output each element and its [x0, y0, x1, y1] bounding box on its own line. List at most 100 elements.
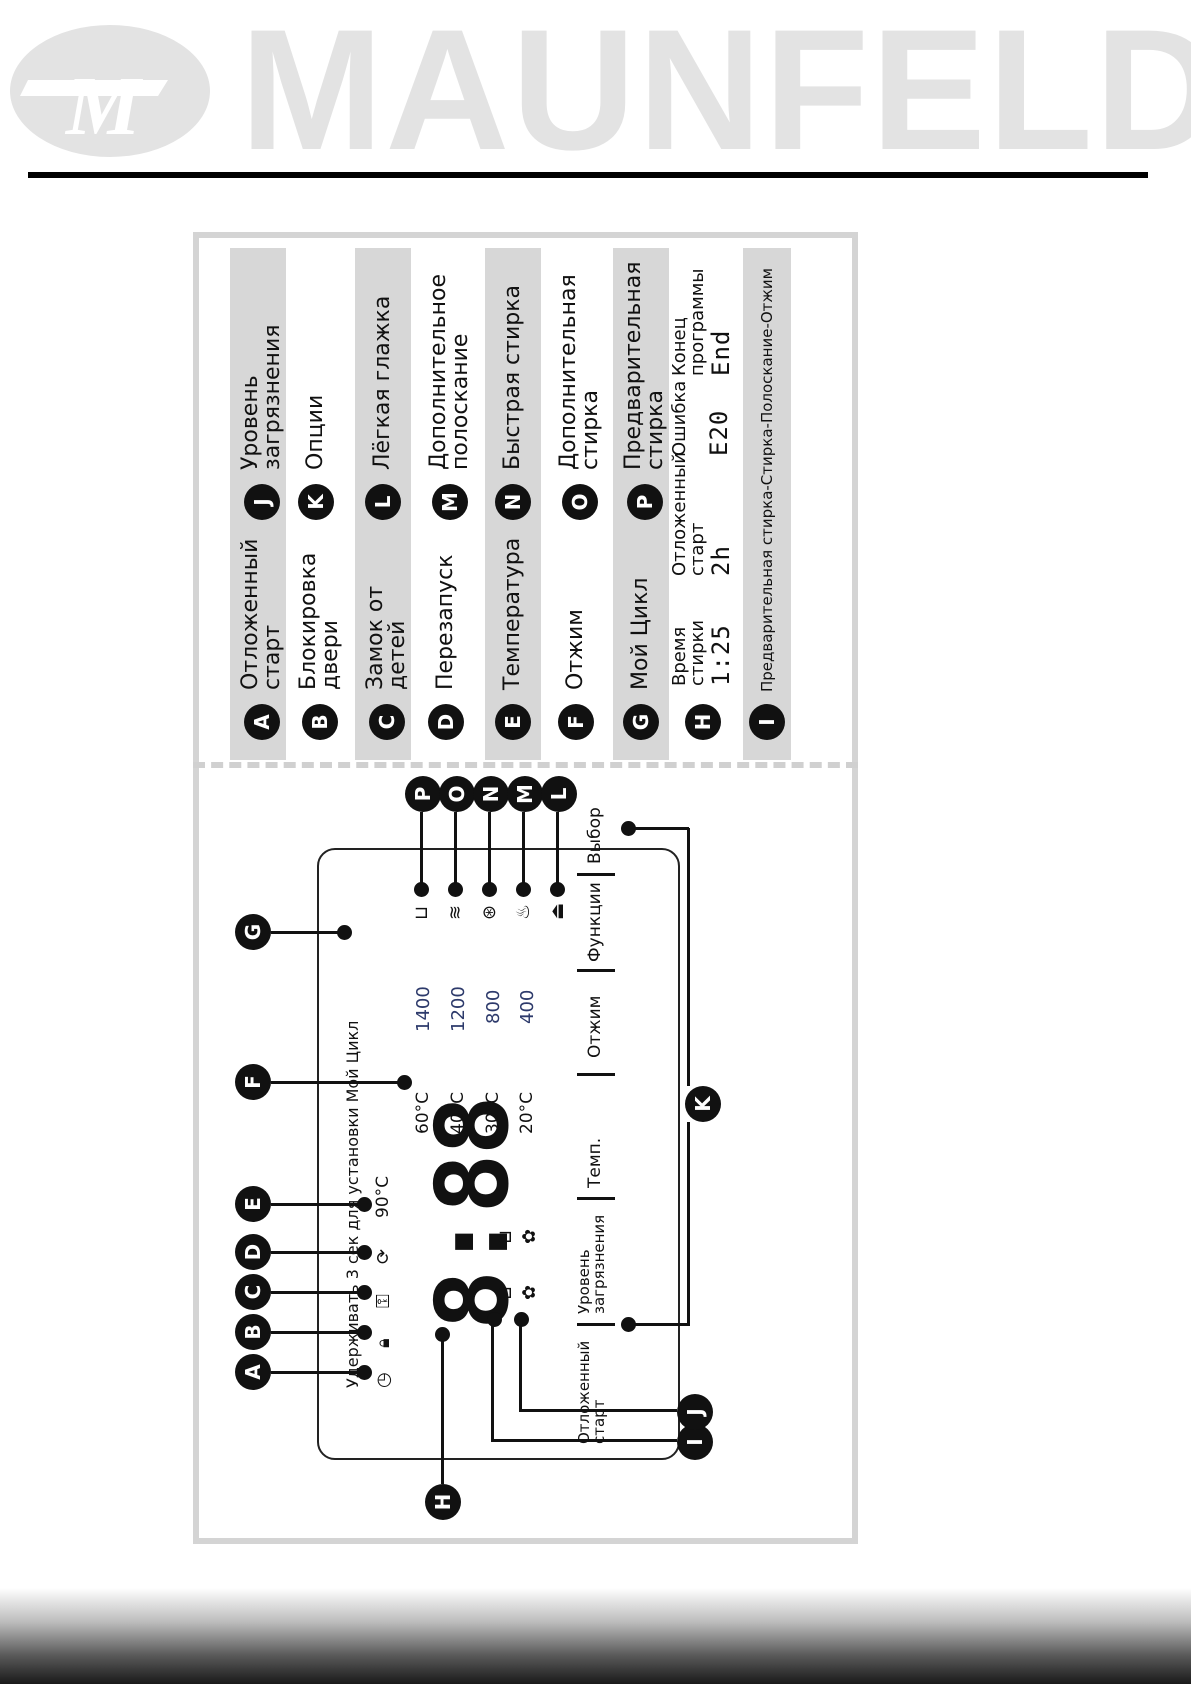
legend-h-wash-time: Время стирки 1:25: [669, 586, 735, 686]
pointer-dot: [435, 1327, 450, 1342]
callout-m-icon: M: [432, 484, 468, 520]
pointer-dot: [487, 1312, 502, 1327]
legend-label: Опции: [303, 394, 328, 470]
legend-cell-b: B Блокировка двери: [296, 540, 343, 740]
legend-label: Ошибка: [669, 380, 690, 456]
callout-k: K: [685, 1086, 721, 1122]
leader-a: [271, 1371, 361, 1374]
lock-icon: 🔒︎: [373, 1338, 394, 1348]
legend-cell-e: E Температура: [495, 530, 531, 740]
temp-30: 30°C: [483, 1091, 503, 1134]
legend-cell-d: D Перезапуск: [428, 540, 464, 740]
callout-d-icon: D: [428, 704, 464, 740]
legend-label: Дополнительная стирка: [556, 274, 603, 470]
header-rule: [28, 172, 1148, 178]
separator: [577, 1197, 615, 1200]
callout-c: C: [235, 1274, 271, 1310]
delay-start-button[interactable]: Отложенный старт: [575, 1340, 608, 1444]
spin-400: 400: [517, 989, 538, 1024]
functions-button[interactable]: Функции: [585, 882, 605, 962]
pointer-dot: [621, 821, 636, 836]
figure-divider: [193, 762, 858, 768]
leader-e: [271, 1203, 361, 1206]
pointer-dot: [357, 1245, 372, 1260]
pointer-dot: [621, 1317, 636, 1332]
legend-label: Мой Цикл: [628, 577, 653, 690]
temp-20: 20°C: [517, 1091, 537, 1134]
callout-n: N: [473, 776, 509, 812]
spin-button[interactable]: Отжим: [585, 995, 605, 1058]
pointer-dot: [357, 1197, 372, 1212]
legend-label: Время стирки: [669, 619, 708, 686]
pointer-dot: [357, 1365, 372, 1380]
prewash-icon: ⊔: [411, 905, 432, 920]
pointer-dot: [550, 882, 565, 897]
leader-j-h: [519, 1324, 522, 1412]
legend-label: Температура: [500, 537, 525, 690]
separator: [577, 1323, 615, 1326]
soil-level-icon: ✿: [519, 1284, 540, 1300]
callout-j: J: [677, 1394, 713, 1430]
legend-label: Блокировка двери: [296, 552, 343, 690]
pointer-dot: [357, 1285, 372, 1300]
soil-level-icon: ✿: [519, 1228, 540, 1244]
soil-level-icon: ⊔: [495, 1285, 516, 1300]
soil-level-button[interactable]: Уровень загрязнения: [575, 1214, 608, 1314]
pointer-dot: [482, 882, 497, 897]
svg-text:M: M: [64, 60, 144, 153]
pointer-dot: [357, 1325, 372, 1340]
legend-h-error: Ошибка E20: [669, 376, 733, 456]
spin-1400: 1400: [413, 986, 434, 1032]
callout-g-icon: G: [623, 704, 659, 740]
leader-i-h: [491, 1324, 494, 1442]
legend-cell-f: F Отжим: [558, 540, 594, 740]
legend-label: Дополнительное полоскание: [426, 274, 473, 470]
leader-g: [271, 931, 341, 934]
legend-label: Отложенный старт: [669, 452, 708, 576]
temp-40: 40°C: [448, 1091, 468, 1134]
leader-j: [519, 1409, 677, 1412]
control-panel-diagram: Удерживать 3 сек для установки Мой Цикл …: [205, 750, 845, 1540]
select-button[interactable]: Выбор: [585, 807, 605, 864]
callout-j-icon: J: [244, 484, 280, 520]
child-lock-icon: ⚿: [373, 1294, 394, 1308]
leader-l: [556, 812, 559, 892]
soil-level-icon: ⊔: [495, 1229, 516, 1244]
legend-cell-g: G Мой Цикл: [623, 540, 659, 740]
leader-h: [441, 1334, 444, 1484]
spin-1200: 1200: [448, 986, 469, 1032]
callout-o: O: [439, 776, 475, 812]
pointer-dot: [448, 882, 463, 897]
spin-800: 800: [483, 989, 504, 1024]
leader-m: [522, 812, 525, 892]
separator: [577, 1073, 615, 1076]
restart-icon: ⟳: [373, 1248, 394, 1264]
leader-f: [271, 1081, 401, 1084]
legend-label: Предварительная стирка: [621, 261, 668, 470]
legend-label: Замок от детей: [363, 585, 410, 690]
leader-k-right: [687, 828, 690, 1086]
legend-label: Конец программы: [669, 268, 708, 377]
footer-gradient: [0, 1588, 1191, 1684]
leader-n: [488, 812, 491, 892]
leader-k-left: [687, 1122, 690, 1326]
legend-label: Отжим: [563, 609, 588, 690]
callout-n-icon: N: [495, 484, 531, 520]
temp-button[interactable]: Темп.: [585, 1137, 605, 1188]
legend-label: Отложенный старт: [238, 538, 285, 690]
callout-l-icon: L: [365, 484, 401, 520]
legend-label: Быстрая стирка: [500, 285, 525, 470]
callout-p: P: [405, 776, 441, 812]
callout-f-icon: F: [558, 704, 594, 740]
leader-o: [454, 812, 457, 892]
separator: [577, 873, 615, 876]
legend-cell-j: J Уровень загрязнения: [238, 270, 285, 520]
callout-l: L: [541, 776, 577, 812]
legend-cell-h: H: [685, 704, 721, 740]
callout-d: D: [235, 1234, 271, 1270]
callout-h-icon: H: [685, 704, 721, 740]
callout-a-icon: A: [244, 704, 280, 740]
leader-d: [271, 1251, 361, 1254]
legend-label: Лёгкая глажка: [370, 295, 395, 470]
callout-b-icon: B: [302, 704, 338, 740]
